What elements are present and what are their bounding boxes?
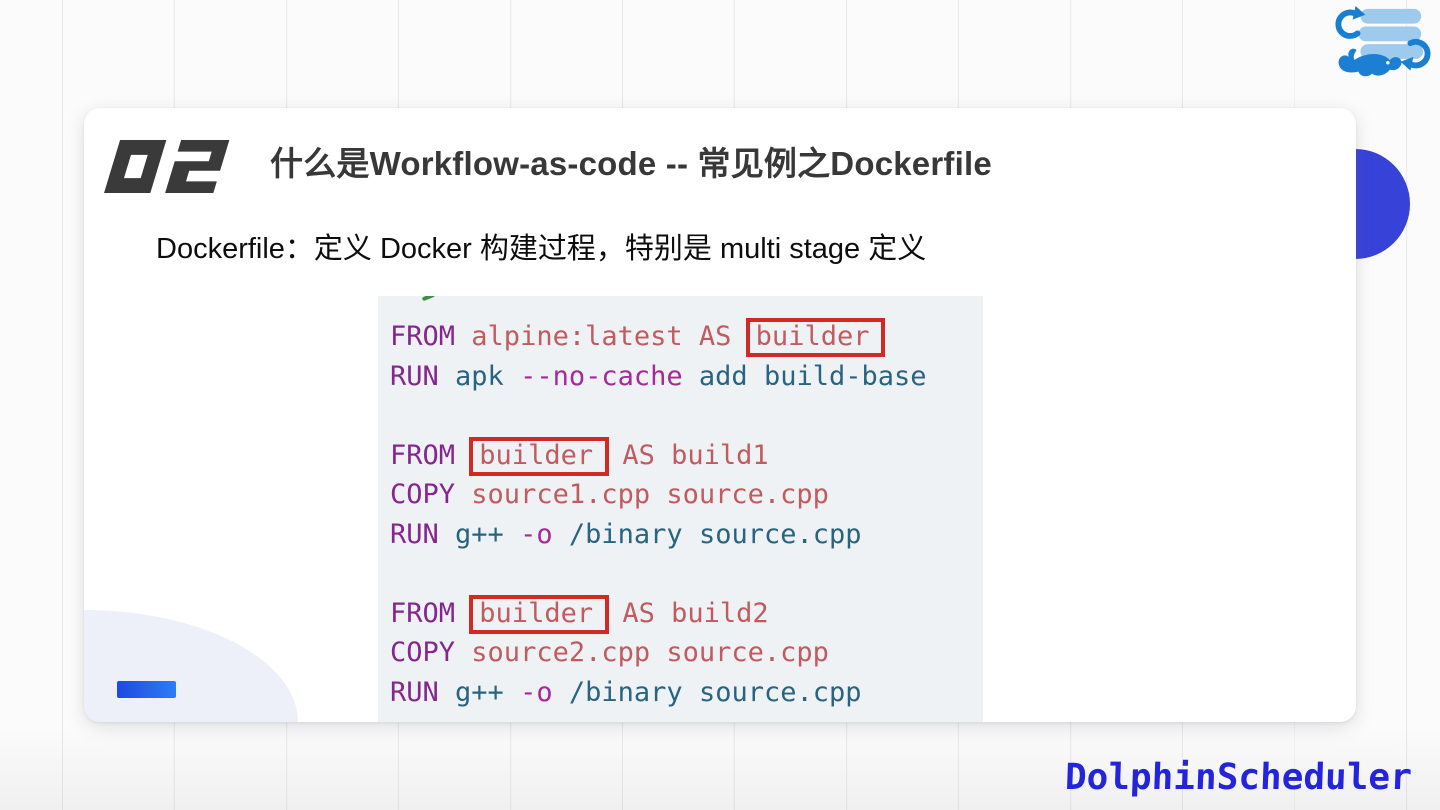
code-line: FROM builder AS build2 [390, 594, 983, 634]
slide-title: 什么是Workflow-as-code -- 常见例之Dockerfile [270, 145, 992, 182]
code-token: add [698, 360, 748, 392]
code-token: source.cpp [666, 637, 829, 668]
code-token: -o [520, 518, 553, 550]
arrowheads [1352, 5, 1414, 71]
code-token: g++ [455, 676, 504, 708]
section-number-digits-icon [104, 140, 230, 193]
code-token: source.cpp [698, 676, 862, 708]
dolphinscheduler-logo-icon [1333, 4, 1431, 82]
code-token: COPY [390, 637, 456, 668]
dolphinscheduler-wordmark: DolphinScheduler [1064, 757, 1413, 798]
code-token: source1.cpp [471, 479, 651, 510]
clipped-code-line-fragment [421, 296, 436, 302]
code-line: FROM builder AS build1 [390, 436, 983, 476]
code-token: alpine:latest [471, 321, 683, 352]
code-token: build1 [671, 439, 769, 471]
code-token: -o [520, 676, 553, 708]
code-line [390, 396, 983, 436]
code-token: /binary [568, 518, 683, 550]
code-token: source2.cpp [471, 637, 651, 668]
code-line: RUN g++ -o /binary source.cpp [390, 515, 983, 555]
dolphin [1338, 48, 1402, 77]
code-token: source.cpp [698, 518, 862, 550]
slide-subtitle: Dockerfile：定义 Docker 构建过程，特别是 multi stag… [156, 233, 927, 265]
section-number [104, 140, 230, 193]
code-token: RUN [390, 518, 439, 550]
code-token: AS [622, 597, 655, 629]
highlighted-token: builder [745, 318, 886, 358]
decorative-accent-bar [117, 681, 176, 698]
code-token: g++ [455, 518, 504, 550]
code-line: FROM alpine:latest AS builder [390, 317, 983, 358]
code-token: COPY [390, 479, 456, 510]
code-line: RUN apk --no-cache add build-base [390, 357, 983, 397]
code-token: /binary [568, 676, 683, 708]
code-token: build2 [671, 597, 769, 629]
code-line: COPY source2.cpp source.cpp [390, 633, 983, 673]
code-token: FROM [390, 439, 456, 471]
code-line: COPY source1.cpp source.cpp [390, 475, 983, 515]
code-token: FROM [390, 321, 456, 352]
highlighted-token: builder [469, 594, 610, 634]
cycle-arrows [1335, 9, 1431, 69]
code-token: AS [622, 439, 655, 471]
code-token: apk [455, 360, 504, 392]
code-line: RUN g++ -o /binary source.cpp [390, 673, 983, 713]
code-token: AS [698, 321, 732, 352]
decorative-corner-shape [84, 610, 298, 722]
code-token: RUN [390, 360, 439, 392]
slide-card: 什么是Workflow-as-code -- 常见例之Dockerfile Do… [84, 108, 1356, 722]
code-token: --no-cache [520, 360, 683, 392]
highlighted-token: builder [469, 436, 610, 476]
code-line [390, 554, 983, 594]
code-token: build-base [763, 360, 927, 392]
code-token: RUN [390, 676, 439, 708]
code-token: FROM [390, 597, 456, 629]
dolphin-eye [1386, 61, 1390, 65]
code-token: source.cpp [666, 479, 829, 510]
database-bars [1358, 8, 1424, 59]
